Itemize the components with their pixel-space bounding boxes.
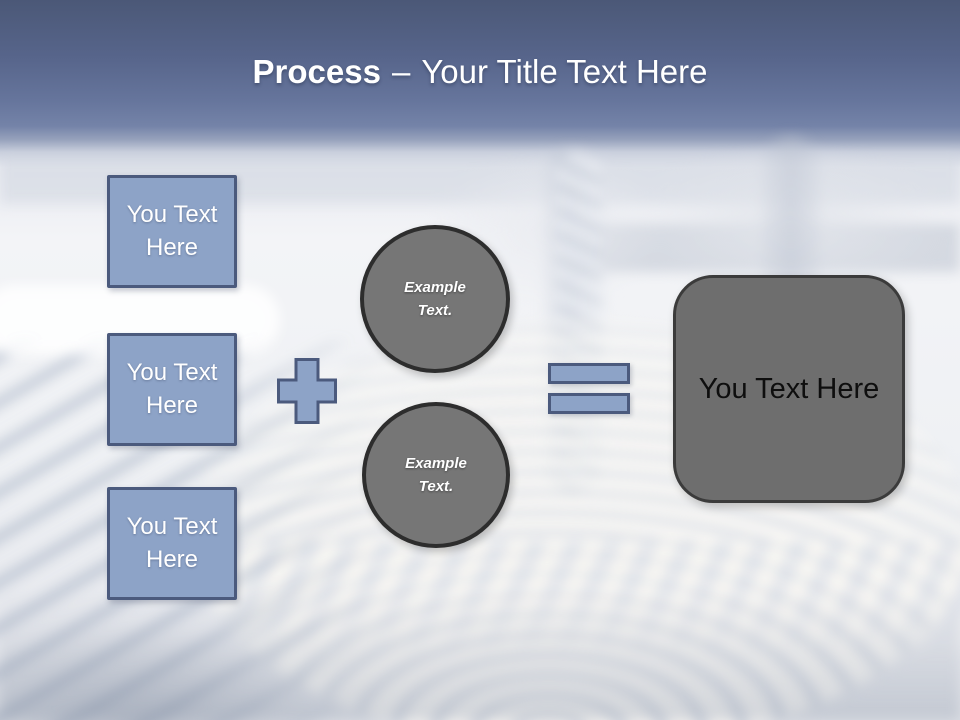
slide-title-text: Your Title Text Here: [421, 53, 708, 90]
equals-icon: [548, 363, 630, 414]
bottom-shadow: [0, 590, 960, 720]
rope-strand-hatching: [230, 540, 960, 660]
text-placeholder-box-2-label: You Text Here: [126, 359, 218, 419]
text-placeholder-box-3: You Text Here: [107, 487, 237, 600]
slide-title: Process – Your Title Text Here: [0, 50, 960, 94]
result-box-label: You Text Here: [698, 372, 880, 405]
example-circle-2: Example Text.: [362, 402, 510, 548]
text-placeholder-box-1-label: You Text Here: [126, 201, 218, 261]
example-circle-2-label: Example Text.: [405, 454, 467, 495]
plus-shape: [277, 358, 337, 424]
result-box: You Text Here: [673, 275, 905, 503]
equals-bar-bottom: [548, 393, 630, 414]
slide-title-dash: –: [391, 53, 411, 90]
text-placeholder-box-3-label: You Text Here: [126, 513, 218, 573]
example-circle-1: Example Text.: [360, 225, 510, 373]
example-circle-1-label: Example Text.: [404, 278, 466, 319]
text-placeholder-box-1: You Text Here: [107, 175, 237, 288]
text-placeholder-box-2: You Text Here: [107, 333, 237, 446]
equals-bar-top: [548, 363, 630, 384]
slide-title-keyword: Process: [252, 53, 381, 90]
plus-icon: [277, 358, 337, 424]
